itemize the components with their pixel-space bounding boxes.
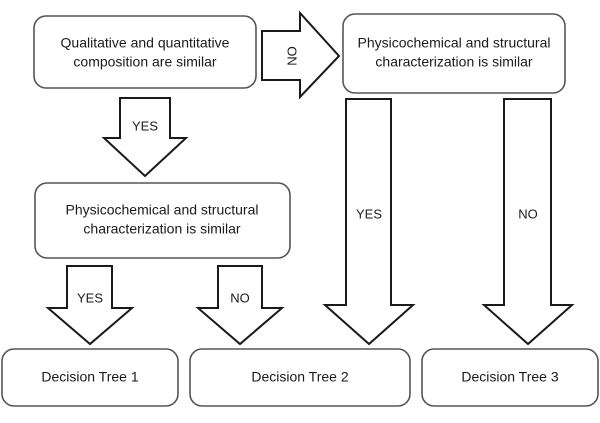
- node-physchem-right-line2: characterization is similar: [375, 54, 532, 70]
- arrow-left-to-tree2-label: NO: [230, 290, 250, 305]
- arrow-start-to-right-label: NO: [284, 46, 299, 66]
- arrow-start-to-right: NO: [261, 10, 341, 100]
- node-physchem-left: Physicochemical and structural character…: [34, 182, 291, 259]
- node-composition-similar: Qualitative and quantitative composition…: [33, 15, 257, 89]
- arrow-right-to-tree2-label: YES: [356, 206, 382, 221]
- node-decision-tree-3-label: Decision Tree 3: [461, 369, 558, 385]
- node-physchem-right: Physicochemical and structural character…: [342, 13, 566, 94]
- node-decision-tree-2: Decision Tree 2: [189, 348, 411, 407]
- node-physchem-left-line1: Physicochemical and structural: [66, 202, 259, 218]
- arrow-start-to-left: YES: [101, 97, 189, 178]
- arrow-start-to-left-label: YES: [132, 118, 158, 133]
- arrow-right-to-tree2: YES: [322, 98, 416, 346]
- node-composition-line1: Qualitative and quantitative: [61, 35, 230, 51]
- arrow-right-to-tree3: NO: [481, 98, 575, 346]
- arrow-left-to-tree1-label: YES: [77, 290, 103, 305]
- node-decision-tree-3: Decision Tree 3: [421, 348, 599, 407]
- node-decision-tree-1-label: Decision Tree 1: [41, 369, 138, 385]
- arrow-right-to-tree3-label: NO: [518, 206, 538, 221]
- arrow-left-to-tree1: YES: [45, 265, 135, 346]
- arrow-left-to-tree2: NO: [195, 265, 285, 346]
- node-physchem-right-line1: Physicochemical and structural: [358, 35, 551, 51]
- node-physchem-left-line2: characterization is similar: [83, 221, 240, 237]
- node-composition-line2: composition are similar: [73, 54, 216, 70]
- node-decision-tree-1: Decision Tree 1: [1, 348, 179, 407]
- node-decision-tree-2-label: Decision Tree 2: [251, 369, 348, 385]
